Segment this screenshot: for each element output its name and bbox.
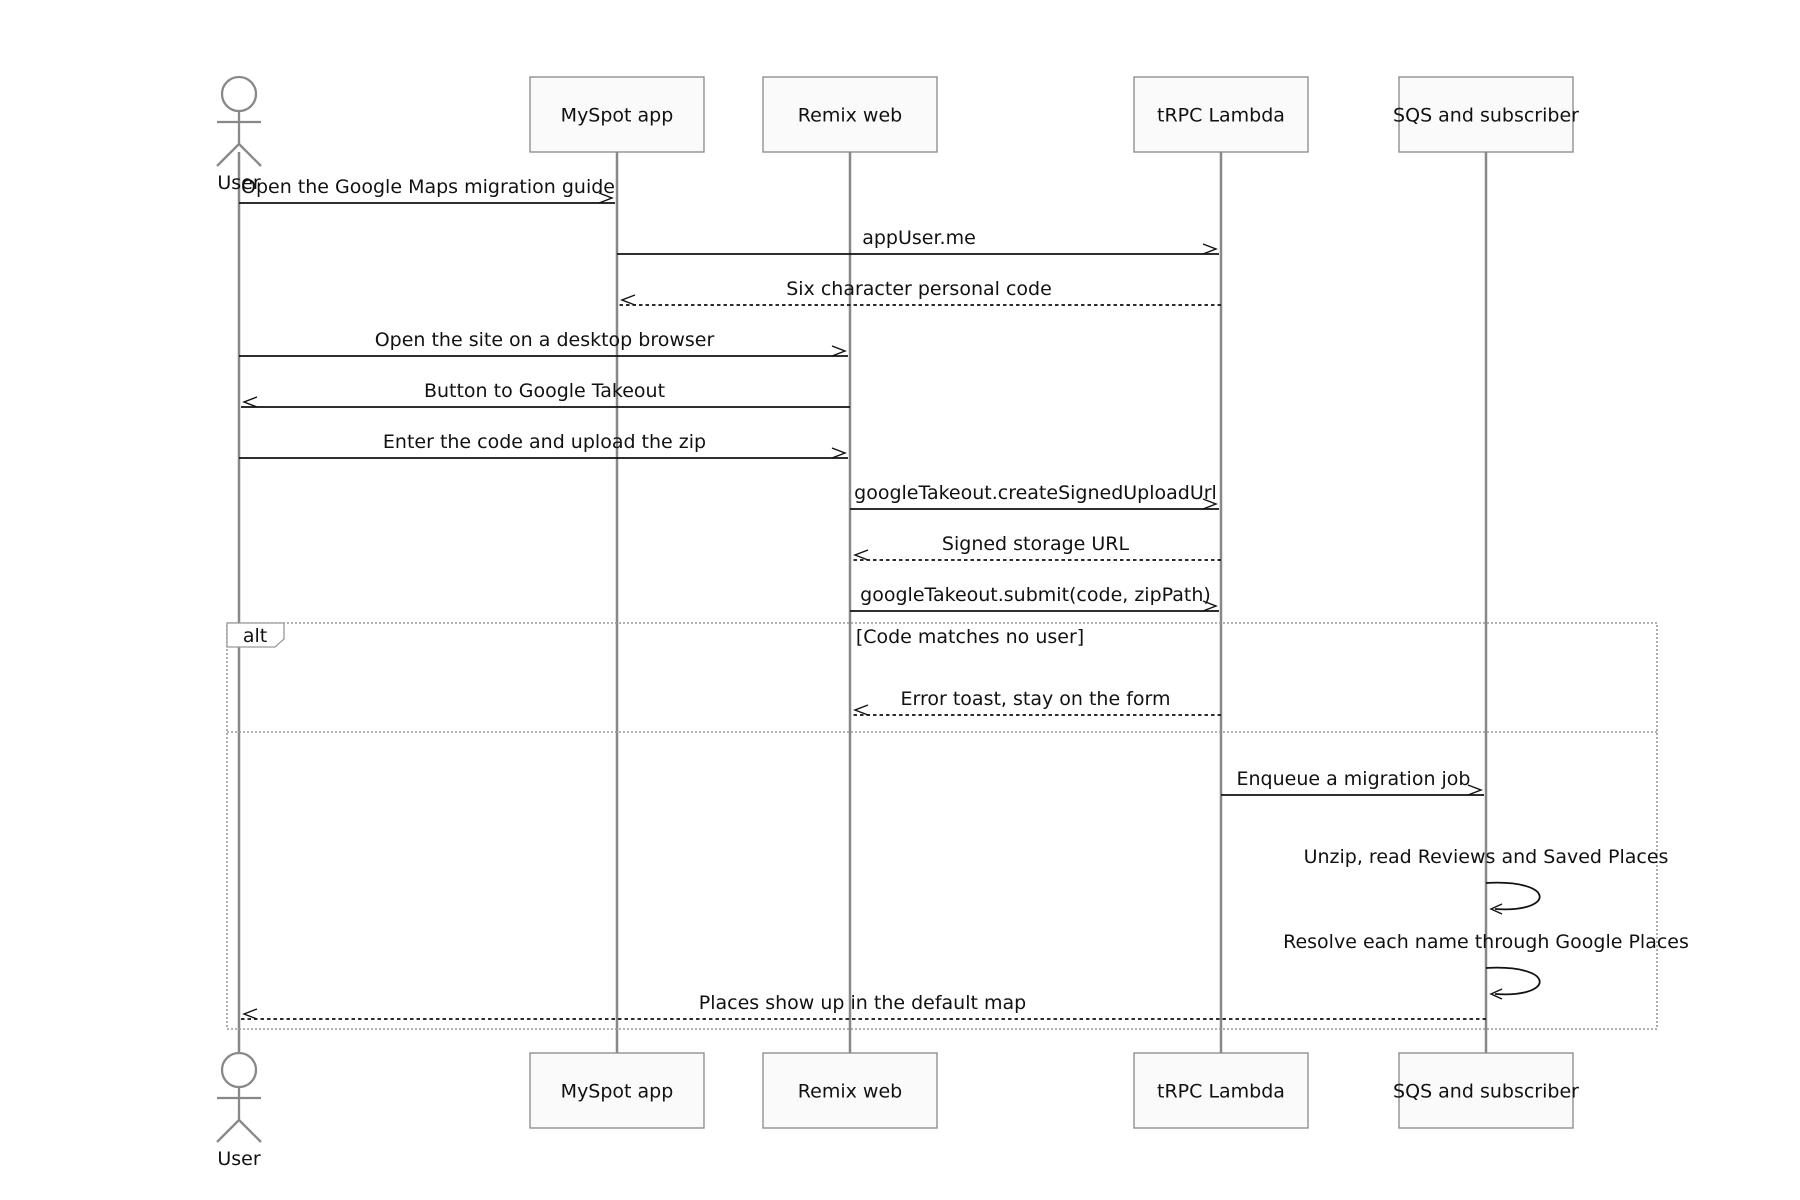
arrowhead xyxy=(1489,988,1503,1000)
message-enter-the-code-and-upload-the-zip: Enter the code and upload the zip xyxy=(239,431,848,459)
actor-leg-left xyxy=(216,1119,240,1143)
participant-label: SQS and subscriber xyxy=(1393,1081,1579,1103)
arrowhead xyxy=(598,192,614,204)
message-googletakeout-createsigneduploadurl: googleTakeout.createSignedUploadUrl xyxy=(850,482,1219,510)
participant-box xyxy=(762,76,938,153)
participant-label: User xyxy=(217,1148,260,1170)
alt-tab xyxy=(226,622,285,648)
message-label: googleTakeout.createSignedUploadUrl xyxy=(854,482,1217,504)
participant-myspot-app-bottom: MySpot app xyxy=(529,1052,705,1129)
lifelines xyxy=(237,152,1488,1053)
alt-condition: [Code matches no user] xyxy=(856,626,1084,648)
message-label: googleTakeout.submit(code, zipPath) xyxy=(860,584,1211,606)
participant-sqs-and-subscriber-bottom: SQS and subscriber xyxy=(1393,1052,1579,1129)
message-six-character-personal-code: Six character personal code xyxy=(619,278,1221,306)
participant-label: SQS and subscriber xyxy=(1393,105,1579,127)
message-resolve-each-name-through-google-places: Resolve each name through Google Places xyxy=(1283,931,1689,1000)
message-googletakeout-submit-code-zippath: googleTakeout.submit(code, zipPath) xyxy=(850,584,1219,612)
participant-box xyxy=(1133,76,1309,153)
message-label: Enter the code and upload the zip xyxy=(383,431,706,453)
participant-box xyxy=(762,1052,938,1129)
participant-label: Remix web xyxy=(798,105,902,127)
message-label: Signed storage URL xyxy=(942,533,1130,555)
participant-sqs-and-subscriber-top: SQS and subscriber xyxy=(1393,76,1579,153)
message-label: Open the Google Maps migration guide xyxy=(241,176,615,198)
actor-head xyxy=(220,1051,258,1089)
participant-trpc-lambda-top: tRPC Lambda xyxy=(1133,76,1309,153)
actor-leg-right xyxy=(238,1119,262,1143)
actor-head xyxy=(220,75,258,113)
arrowhead xyxy=(1202,498,1218,510)
participant-box xyxy=(1133,1052,1309,1129)
message-label: Open the site on a desktop browser xyxy=(375,329,715,351)
self-loop xyxy=(1485,966,1541,996)
arrowhead xyxy=(831,345,847,357)
participant-box xyxy=(529,76,705,153)
participant-user-bottom: User xyxy=(216,1051,262,1170)
message-button-to-google-takeout: Button to Google Takeout xyxy=(241,380,850,408)
arrowhead xyxy=(831,447,847,459)
message-places-show-up-in-the-default-map: Places show up in the default map xyxy=(241,992,1486,1020)
alt-keyword: alt xyxy=(243,625,267,647)
participant-label: tRPC Lambda xyxy=(1157,105,1285,127)
message-open-the-google-maps-migration-guide: Open the Google Maps migration guide xyxy=(239,176,615,204)
arrowhead xyxy=(242,1008,258,1020)
participant-myspot-app-top: MySpot app xyxy=(529,76,705,153)
arrowhead xyxy=(1489,903,1503,915)
message-error-toast-stay-on-the-form: Error toast, stay on the form xyxy=(852,688,1221,716)
participant-box xyxy=(529,1052,705,1129)
participant-user-top: User xyxy=(216,75,262,194)
participant-label: Remix web xyxy=(798,1081,902,1103)
participant-box xyxy=(1398,1052,1574,1129)
participant-remix-web-top: Remix web xyxy=(762,76,938,153)
alt-fragment: alt [Code matches no user] xyxy=(226,622,1658,1030)
self-loop xyxy=(1485,881,1541,911)
message-unzip-read-reviews-and-saved-places: Unzip, read Reviews and Saved Places xyxy=(1304,846,1669,915)
message-label: Six character personal code xyxy=(786,278,1052,300)
message-signed-storage-url: Signed storage URL xyxy=(852,533,1221,561)
messages: Open the Google Maps migration guide appU… xyxy=(239,176,1689,1020)
message-label: Error toast, stay on the form xyxy=(901,688,1171,710)
message-label: Places show up in the default map xyxy=(699,992,1026,1014)
arrowhead xyxy=(1202,600,1218,612)
arrowhead xyxy=(1467,784,1483,796)
message-label: Unzip, read Reviews and Saved Places xyxy=(1304,846,1669,868)
fragments: alt [Code matches no user] xyxy=(226,622,1658,1030)
actor-leg-right xyxy=(238,143,262,167)
message-label: Button to Google Takeout xyxy=(424,380,665,402)
participant-trpc-lambda-bottom: tRPC Lambda xyxy=(1133,1052,1309,1129)
participants-top: User MySpot app Remix web tRPC Lambda SQS an… xyxy=(216,75,1579,194)
message-label: appUser.me xyxy=(862,227,976,249)
message-label: Resolve each name through Google Places xyxy=(1283,931,1689,953)
participant-label: User xyxy=(217,172,260,194)
arrowhead xyxy=(853,704,869,716)
message-appuser-me: appUser.me xyxy=(617,227,1219,255)
message-open-the-site-on-a-desktop-browser: Open the site on a desktop browser xyxy=(239,329,848,357)
arrowhead xyxy=(242,396,258,408)
participant-remix-web-bottom: Remix web xyxy=(762,1052,938,1129)
arrowhead xyxy=(1202,243,1218,255)
participant-label: tRPC Lambda xyxy=(1157,1081,1285,1103)
actor-leg-left xyxy=(216,143,240,167)
participant-label: MySpot app xyxy=(561,1081,674,1103)
arrowhead xyxy=(853,549,869,561)
participant-box xyxy=(1398,76,1574,153)
participant-label: MySpot app xyxy=(561,105,674,127)
arrowhead xyxy=(620,294,636,306)
participants-bottom: User MySpot app Remix web tRPC Lambda SQS an… xyxy=(216,1051,1579,1170)
alt-frame-border xyxy=(226,622,1658,1030)
message-enqueue-a-migration-job: Enqueue a migration job xyxy=(1221,768,1484,796)
message-label: Enqueue a migration job xyxy=(1237,768,1471,790)
